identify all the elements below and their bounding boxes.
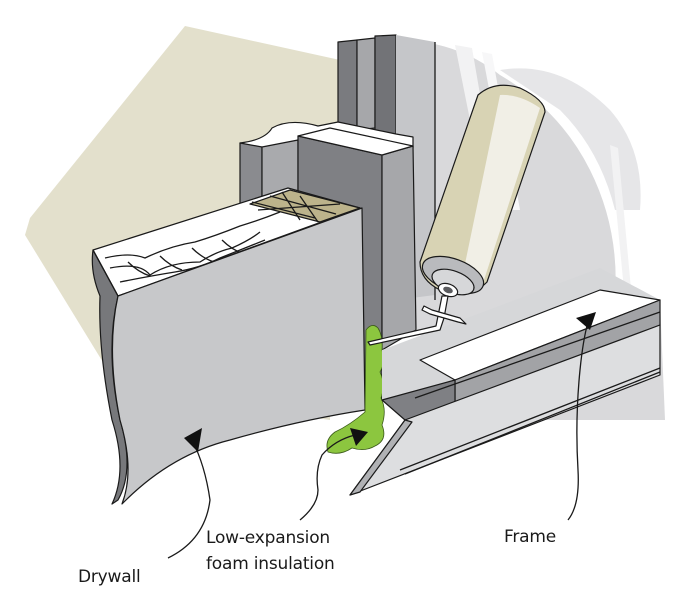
foam-insulation-label: Low-expansion foam insulation: [206, 525, 335, 577]
spray-can: [367, 84, 546, 346]
foam-label-line2: foam insulation: [206, 554, 335, 574]
frame-leader-arrow: [567, 312, 596, 521]
drywall-leader-arrow: [167, 428, 211, 559]
window-frame-sill: [349, 268, 661, 496]
foam-leader-arrow: [299, 428, 368, 521]
drywall-label: Drywall: [78, 567, 141, 587]
foam-label-line1: Low-expansion: [206, 528, 330, 548]
frame-label: Frame: [504, 527, 556, 547]
drywall-face: [111, 207, 366, 505]
